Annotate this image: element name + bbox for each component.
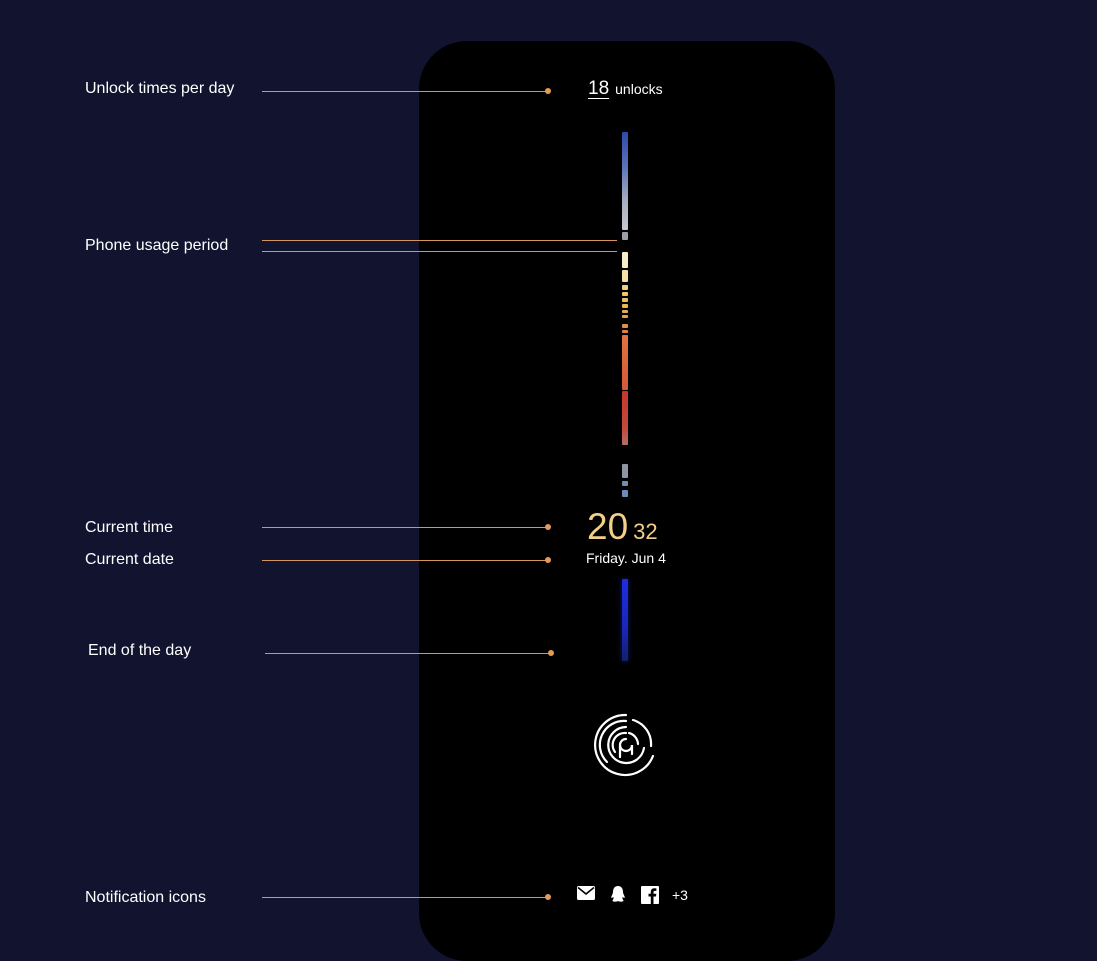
annotation-end-of-day: End of the day — [88, 642, 192, 659]
usage-bar-segment — [622, 132, 628, 230]
qq-penguin-icon — [609, 885, 627, 908]
annotation-current-date: Current date — [85, 551, 174, 568]
annotation-current-time: Current time — [85, 519, 174, 536]
leader-line-usage-end — [262, 251, 617, 252]
leader-dot-time — [545, 524, 551, 530]
usage-bar-segment — [622, 270, 628, 282]
usage-bar-segment — [622, 481, 628, 486]
usage-bar-segment — [622, 391, 628, 445]
unlock-count: 18 — [588, 78, 610, 99]
unlock-label: unlocks — [615, 81, 663, 97]
annotation-unlock-times: Unlock times per day — [85, 80, 235, 97]
clock-minute: 32 — [633, 519, 658, 544]
usage-bar-segment — [622, 464, 628, 478]
facebook-icon — [641, 886, 659, 909]
leader-line-time — [262, 527, 548, 528]
end-of-day-bar — [622, 579, 628, 661]
usage-bar-segment — [622, 298, 628, 302]
leader-dot-unlocks — [545, 88, 551, 94]
usage-bar-segment — [622, 304, 628, 308]
leader-line-end-of-day — [265, 653, 551, 654]
leader-dot-notifications — [545, 894, 551, 900]
annotation-notification-icons: Notification icons — [85, 889, 206, 906]
annotation-usage-period: Phone usage period — [85, 237, 229, 254]
usage-bar-segment — [622, 310, 628, 313]
usage-bar-segment — [622, 490, 628, 497]
usage-bar-segment — [622, 252, 628, 268]
usage-bar-segment — [622, 324, 628, 328]
leader-dot-date — [545, 557, 551, 563]
unlock-counter: 18 unlocks — [588, 78, 663, 100]
leader-dot-end-of-day — [548, 650, 554, 656]
usage-bar-segment — [622, 335, 628, 390]
clock-hour: 20 — [587, 506, 629, 547]
usage-bar-segment — [622, 232, 628, 240]
clock-date: Friday. Jun 4 — [586, 550, 666, 566]
leader-line-notifications — [262, 897, 548, 898]
usage-bar-segment — [622, 292, 628, 296]
mail-icon — [577, 886, 595, 905]
leader-line-unlocks — [262, 91, 548, 92]
leader-line-usage-start — [262, 240, 617, 241]
usage-bar-segment — [622, 330, 628, 333]
usage-bar-segment — [622, 315, 628, 318]
usage-bar-segment — [622, 285, 628, 290]
more-notifications-count: +3 — [672, 887, 688, 903]
fingerprint-icon[interactable] — [593, 712, 659, 778]
leader-line-date — [262, 560, 548, 561]
